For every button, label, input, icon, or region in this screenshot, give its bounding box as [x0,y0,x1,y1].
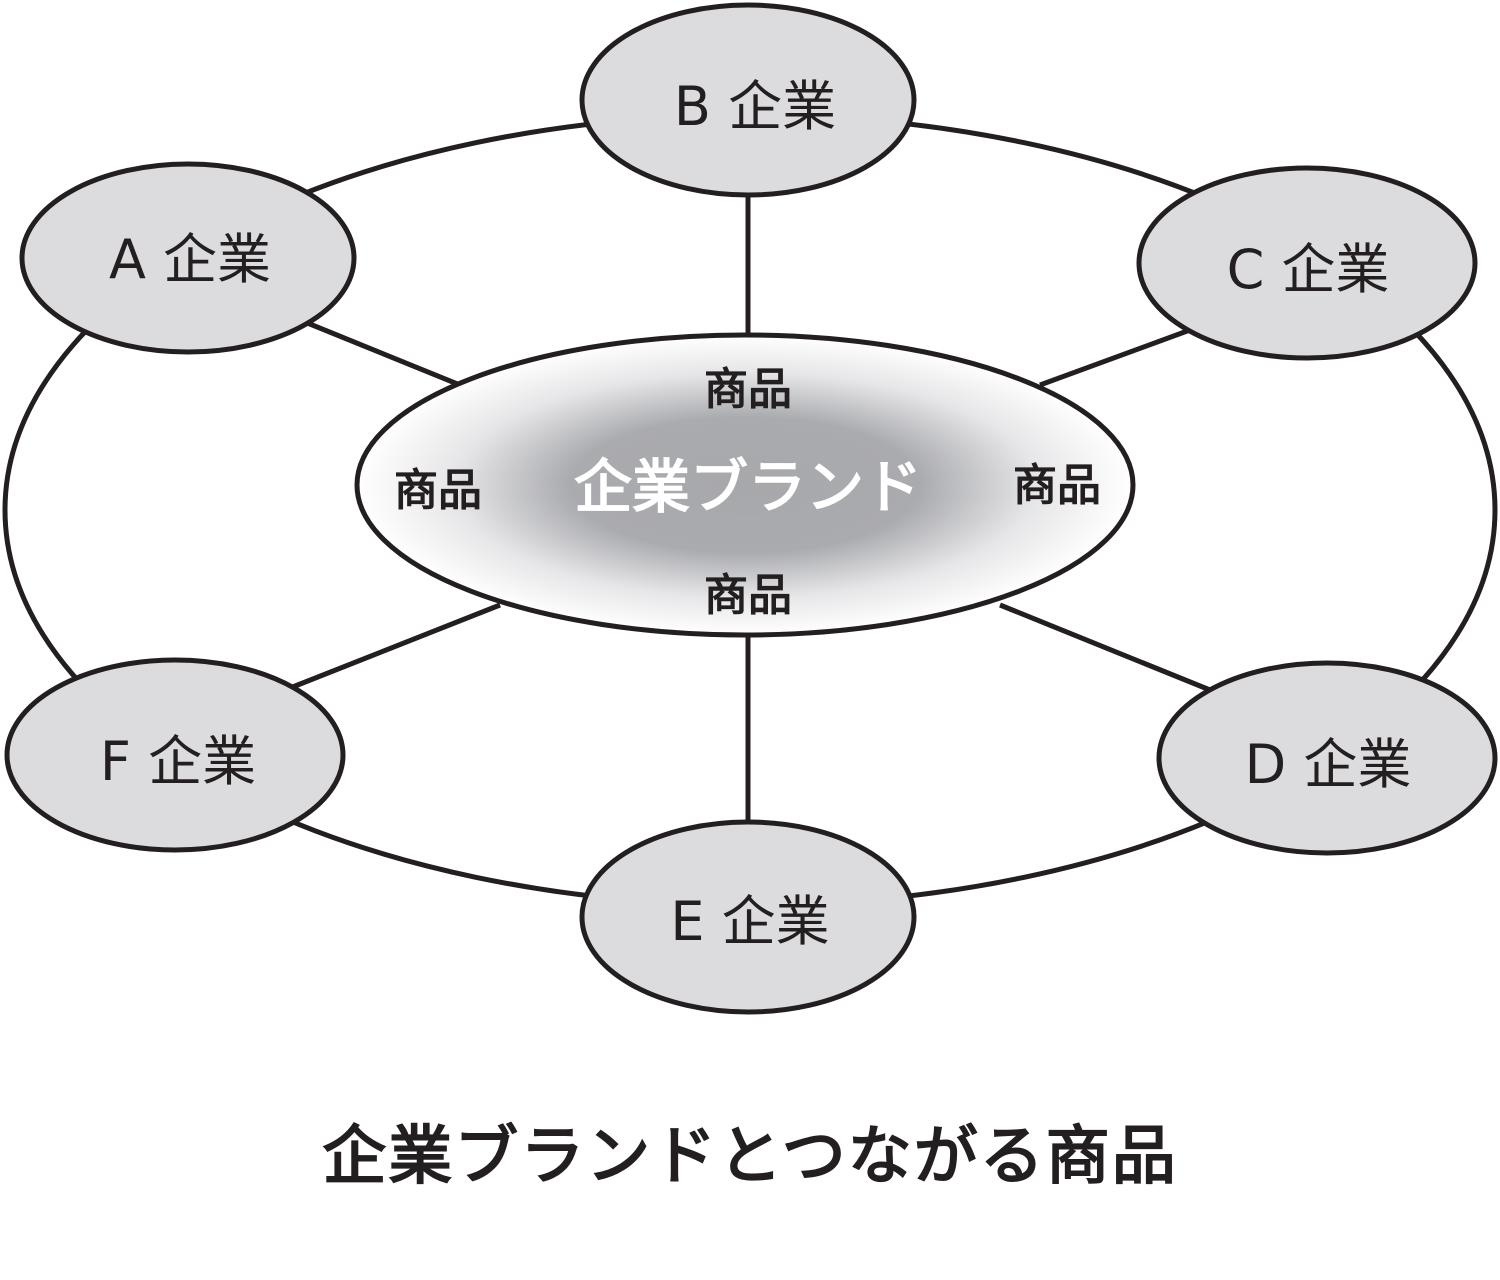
connector-lines [284,190,1211,820]
center-brand-label: 企業ブランド [574,453,922,521]
company-node-d: D 企業 [1156,660,1498,856]
company-label-e: E 企業 [670,890,829,953]
company-label-f: F 企業 [100,730,256,793]
diagram-caption: 企業ブランドとつながる商品 [322,1120,1178,1194]
company-label-d: D 企業 [1245,733,1412,796]
product-label-bottom: 商品 [704,570,792,621]
company-label-b: B 企業 [674,75,836,138]
company-node-f: F 企業 [4,657,346,853]
company-node-a: A 企業 [19,161,357,355]
product-label-top: 商品 [704,364,792,415]
connector-d [999,602,1211,693]
company-node-e: E 企業 [579,819,917,1015]
company-node-c: C 企業 [1136,165,1478,361]
product-label-left: 商品 [394,465,482,516]
company-label-c: C 企業 [1227,238,1390,301]
center-brand-ellipse [354,332,1136,638]
connector-f [284,602,501,693]
company-node-b: B 企業 [579,2,917,198]
connector-a [299,317,461,388]
company-label-a: A 企業 [109,228,271,291]
product-label-right: 商品 [1013,460,1101,511]
connector-c [1039,327,1191,388]
